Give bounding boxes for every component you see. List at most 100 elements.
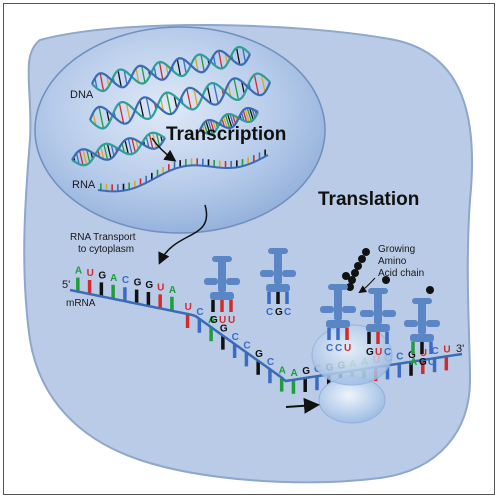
rna-transport-arrow [158,204,208,265]
mrna-base-letter: A [290,368,297,379]
dna-base-pair [99,73,105,92]
dna-base-pair [145,97,152,119]
dna-base-pair [203,122,209,134]
dna-base-pair [103,144,109,160]
mrna-base-letter: G [220,324,228,335]
dna-base-pair [218,50,223,69]
amino-acid [382,276,390,284]
translation-title: Translation [318,189,419,210]
dna-base-pair [127,138,133,155]
mrna-backbone [69,288,463,383]
dna-base-pair [227,113,233,128]
mrna-base-letter: U [185,302,192,313]
dna-base-pair [186,88,192,110]
dna-base-pair [207,119,213,134]
dna-base-pair [233,78,240,101]
mrna-base-letter: C [232,332,239,343]
dna-backbone [71,137,166,161]
dna-base-pair [110,144,115,157]
dna-double-helix [71,45,272,167]
anticodon-letter: G [275,307,283,318]
dna-backbone [199,111,259,136]
anticodon-letter: C [428,357,435,368]
anticodon-letter: C [284,307,291,318]
mrna-base-letter: C [396,352,403,363]
dna-base-pair [82,149,88,165]
dna-base-pair [165,92,172,115]
dna-base-pair [200,54,205,72]
dna-base-pair [155,133,161,147]
dna-base-pair [242,110,248,122]
anticodon-letter: A [410,357,417,368]
dna-base-pair [98,106,105,129]
dna-base-pair [78,150,84,166]
dna-base-pair [92,112,97,126]
ribosome [311,324,393,424]
dna-base-pair [253,74,260,96]
dna-base-pair [212,120,217,131]
dna-base-pair [246,107,252,122]
growing-label-line1: Growing [378,244,415,255]
mrna-label: mRNA [66,298,96,309]
dna-base-pair [123,70,128,85]
dna-base-pair [260,74,266,93]
anticodon-letter: C [384,347,391,358]
mrna-base-letter: G [134,278,142,289]
dna-base-pair [158,61,164,80]
rna-transport-label-line2: to cytoplasm [78,244,134,255]
growing-label-line3: Acid chain [378,268,424,279]
anticodon-letter: U [228,315,235,326]
dna-base-pair [121,143,125,153]
mrna-base-letter: U [87,268,94,279]
dna-base-pair [131,138,136,153]
mrna-base-letter: G [145,280,153,291]
dna-base-pair [75,152,80,165]
three-prime-label: 3' [456,343,464,355]
mrna-base-letter: C [267,357,274,368]
dna-base-pair [244,108,250,123]
dna-base-pair [153,66,157,78]
dna-base-pair [106,143,112,159]
dna-label: DNA [70,89,94,101]
rna-strand [97,149,269,193]
dna-base-pair [193,88,199,107]
dna-base-pair [232,114,237,125]
dna-base-pair [141,65,146,83]
growing-label-line2: Amino [378,256,407,267]
mrna-base-letter: U [157,282,164,293]
dna-base-pair [173,95,178,109]
anticodon-letter: U [375,347,382,358]
dna-base-pair [242,47,247,63]
anticodon-letter: C [326,343,333,354]
rna-transport-label-line1: RNA Transport [70,232,136,243]
dna-base-pair [124,139,129,155]
mrna-base-letter: G [255,349,263,360]
dna-base-pair [212,55,217,67]
anticodon-letter: G [419,357,427,368]
dna-base-pair [249,107,254,121]
amino-acid-chain [346,248,370,291]
mrna-base-letter: U [443,344,450,355]
dna-base-pair [135,68,140,83]
mrna-base-letter: A [110,273,117,284]
amino-acid [342,272,350,280]
dna-base-pair [165,64,169,76]
mrna-base-letter: A [208,315,215,326]
dna-base-pair [118,102,125,124]
transcription-title: Transcription [166,124,286,145]
dna-base-pair [194,56,199,72]
dna-backbone [199,106,259,131]
anticodon-letter: C [266,307,273,318]
dna-base-pair [94,77,98,89]
dna-base-pair [139,100,145,118]
mrna-base-letter: G [408,350,416,361]
amino-chain-pointer-icon [358,277,376,294]
anticodon-letter: C [335,343,342,354]
dna-base-pair [182,59,187,74]
dna-base-pair [86,149,91,163]
